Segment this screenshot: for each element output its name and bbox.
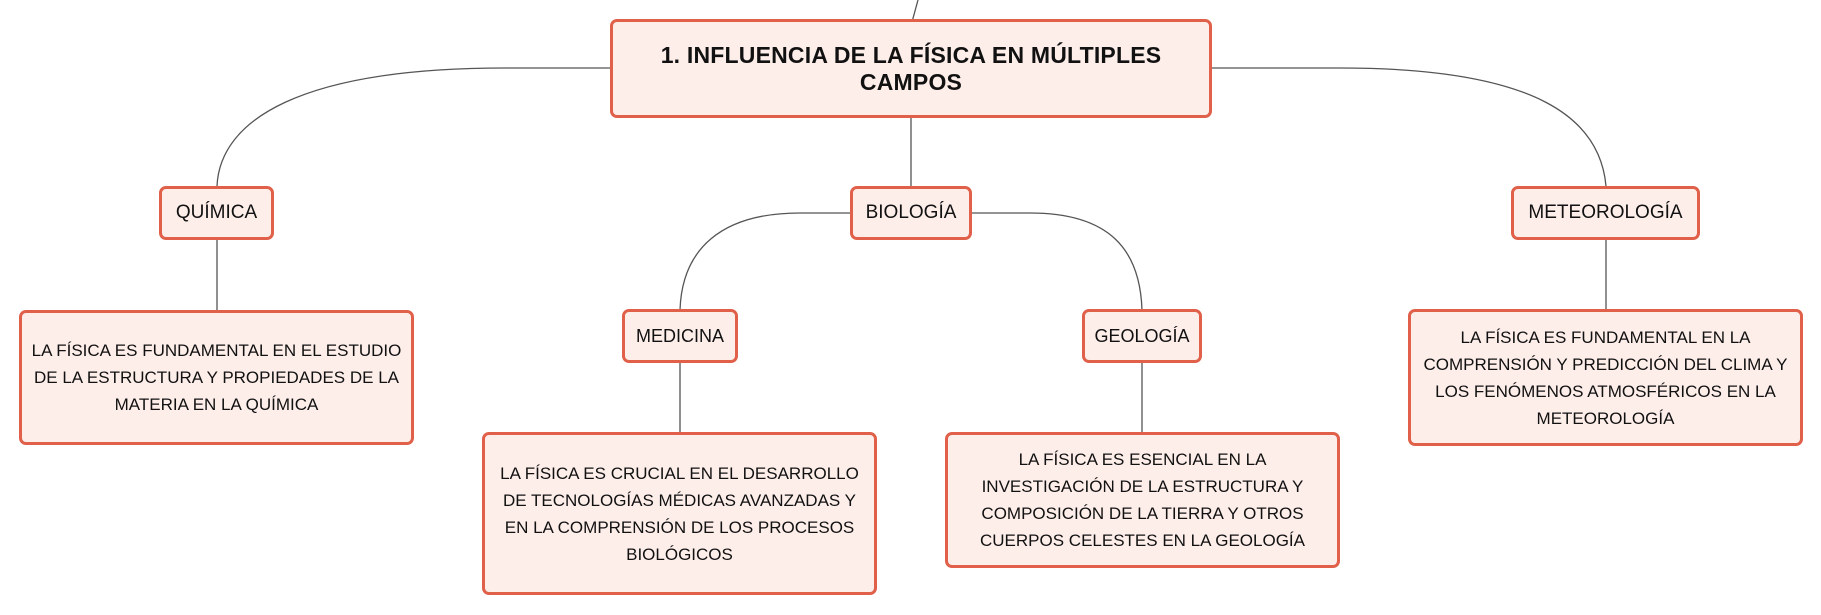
root-topic-node[interactable]: 1. INFLUENCIA DE LA FÍSICA EN MÚLTIPLES … xyxy=(610,19,1212,118)
connector-biologia-medicina xyxy=(679,212,850,311)
geologia-label: GEOLOGÍA xyxy=(1094,325,1190,346)
quimica-node[interactable]: QUÍMICA xyxy=(159,186,274,240)
medicina-label: MEDICINA xyxy=(635,325,724,346)
geologia-detail-text: LA FÍSICA ES ESENCIAL EN LA INVESTIGACIÓ… xyxy=(980,450,1305,550)
meteorologia-detail-node[interactable]: LA FÍSICA ES FUNDAMENTAL EN LA COMPRENSI… xyxy=(1408,309,1803,446)
connector-biologia-geologia xyxy=(972,212,1143,311)
geologia-detail-node[interactable]: LA FÍSICA ES ESENCIAL EN LA INVESTIGACIÓ… xyxy=(945,432,1340,568)
quimica-detail-text: LA FÍSICA ES FUNDAMENTAL EN EL ESTUDIO D… xyxy=(31,341,402,414)
connector-root-quimica xyxy=(216,67,610,187)
medicina-detail-node[interactable]: LA FÍSICA ES CRUCIAL EN EL DESARROLLO DE… xyxy=(482,432,877,595)
medicina-detail-text: LA FÍSICA ES CRUCIAL EN EL DESARROLLO DE… xyxy=(500,463,859,564)
connector-to-parent xyxy=(911,0,919,23)
quimica-label: QUÍMICA xyxy=(175,202,258,223)
biologia-node[interactable]: BIOLOGÍA xyxy=(850,186,972,240)
medicina-node[interactable]: MEDICINA xyxy=(622,309,738,363)
biologia-label: BIOLOGÍA xyxy=(865,202,957,223)
connector-root-meteorologia xyxy=(1212,67,1607,187)
meteorologia-node[interactable]: METEOROLOGÍA xyxy=(1511,186,1700,240)
meteorologia-detail-text: LA FÍSICA ES FUNDAMENTAL EN LA COMPRENSI… xyxy=(1423,327,1788,428)
geologia-node[interactable]: GEOLOGÍA xyxy=(1082,309,1202,363)
root-topic-label: 1. INFLUENCIA DE LA FÍSICA EN MÚLTIPLES … xyxy=(660,41,1162,95)
quimica-detail-node[interactable]: LA FÍSICA ES FUNDAMENTAL EN EL ESTUDIO D… xyxy=(19,310,414,445)
meteorologia-label: METEOROLOGÍA xyxy=(1528,202,1683,223)
